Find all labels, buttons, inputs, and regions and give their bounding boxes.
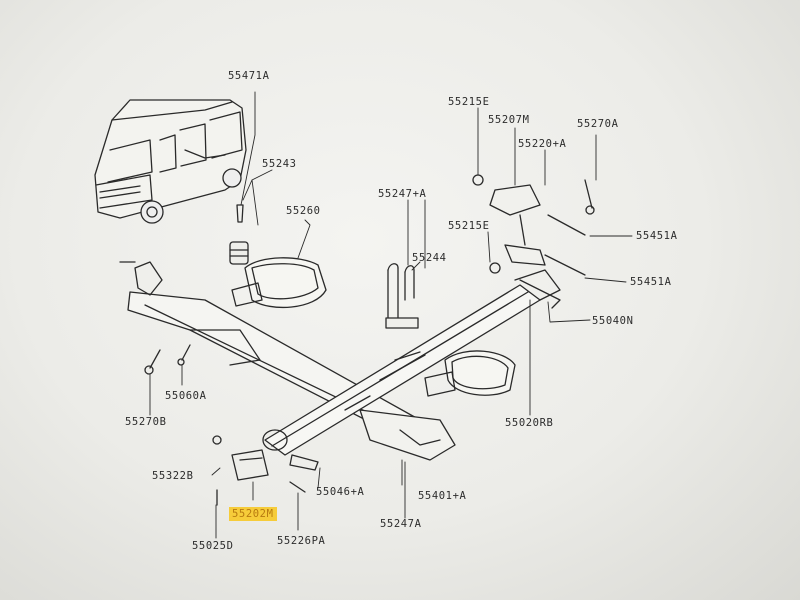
part-label: 55060A (165, 390, 207, 402)
part-label: 55270B (125, 416, 167, 428)
part-label: 55471A (228, 70, 270, 82)
part-label: 55322B (152, 470, 194, 482)
part-label: 55260 (286, 205, 321, 217)
highlighted-part-label: 55202M (229, 507, 277, 521)
part-label: 55451A (636, 230, 678, 242)
part-label: 55215E (448, 96, 490, 108)
u-bolts (385, 263, 419, 329)
part-label: 55215E (448, 220, 490, 232)
bracket-strap-55260 (231, 257, 327, 309)
part-label: 55270A (577, 118, 619, 130)
shackle-assembly (472, 174, 595, 309)
part-label: 55025D (192, 540, 234, 552)
bump-stop (229, 204, 249, 265)
part-label: 55207M (488, 114, 530, 126)
bracket-55202M (212, 435, 319, 506)
bolts-left (144, 344, 191, 375)
part-label: 55243 (262, 158, 297, 170)
leader-lines (149, 91, 633, 539)
part-label: 55247+A (378, 188, 427, 200)
part-label: 55020RB (505, 417, 554, 429)
part-label: 55046+A (316, 486, 365, 498)
part-label: 55220+A (518, 138, 567, 150)
part-label: 55244 (412, 252, 447, 264)
part-label: 55040N (592, 315, 634, 327)
van-icon (94, 99, 247, 224)
part-label: 55247A (380, 518, 422, 530)
part-label: 55401+A (418, 490, 467, 502)
bracket-strap-lower (424, 350, 516, 397)
part-label: 55226PA (277, 535, 326, 547)
part-label: 55451A (630, 276, 672, 288)
